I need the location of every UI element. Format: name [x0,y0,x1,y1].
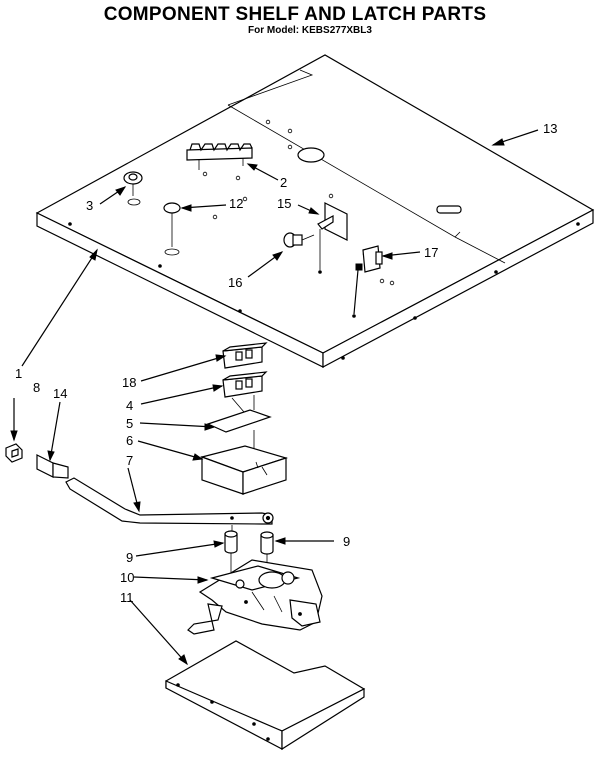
plug-button-part [163,202,181,256]
callout-3: 3 [86,198,93,213]
indicator-light-part [283,232,315,248]
spacer-part-left [224,530,238,576]
component-shelf [35,54,595,368]
callout-2: 2 [280,175,287,190]
callout-7: 7 [126,453,133,468]
callout-16: 16 [228,275,242,290]
callout-5: 5 [126,416,133,431]
callout-8: 8 [33,380,40,395]
latch-mechanism-part [187,559,323,635]
switch-part [352,245,383,318]
latch-bracket-part [36,454,69,479]
callout-6: 6 [126,433,133,448]
callout-4: 4 [126,398,133,413]
callout-17: 17 [424,245,438,260]
callout-10: 10 [120,570,134,585]
page-title: COMPONENT SHELF AND LATCH PARTS [103,4,487,25]
terminal-block-part [186,143,253,170]
lock-switch-part-18 [222,342,268,369]
insulator-part [206,409,272,452]
callout-1: 1 [15,366,22,381]
model-subtitle: For Model: KEBS277XBL3 [248,25,372,36]
cover-plate-part [165,640,366,751]
callout-11: 11 [120,590,134,605]
callout-9-left: 9 [126,550,133,565]
callout-15: 15 [277,196,291,211]
leader-lines [10,129,539,666]
lock-switch-part-4 [222,371,268,413]
callout-14: 14 [53,386,67,401]
callout-13: 13 [543,121,557,136]
spacer-part-right [260,531,274,570]
callout-12: 12 [229,196,243,211]
callout-labels: 13 2 3 12 15 16 17 1 8 14 18 4 5 6 7 9 9… [15,121,557,605]
grommet-part [123,171,143,206]
clip-part [5,443,23,463]
callout-9-right: 9 [343,534,350,549]
callout-18: 18 [122,375,136,390]
bracket-part [317,202,348,274]
box-cover-part [199,445,289,495]
